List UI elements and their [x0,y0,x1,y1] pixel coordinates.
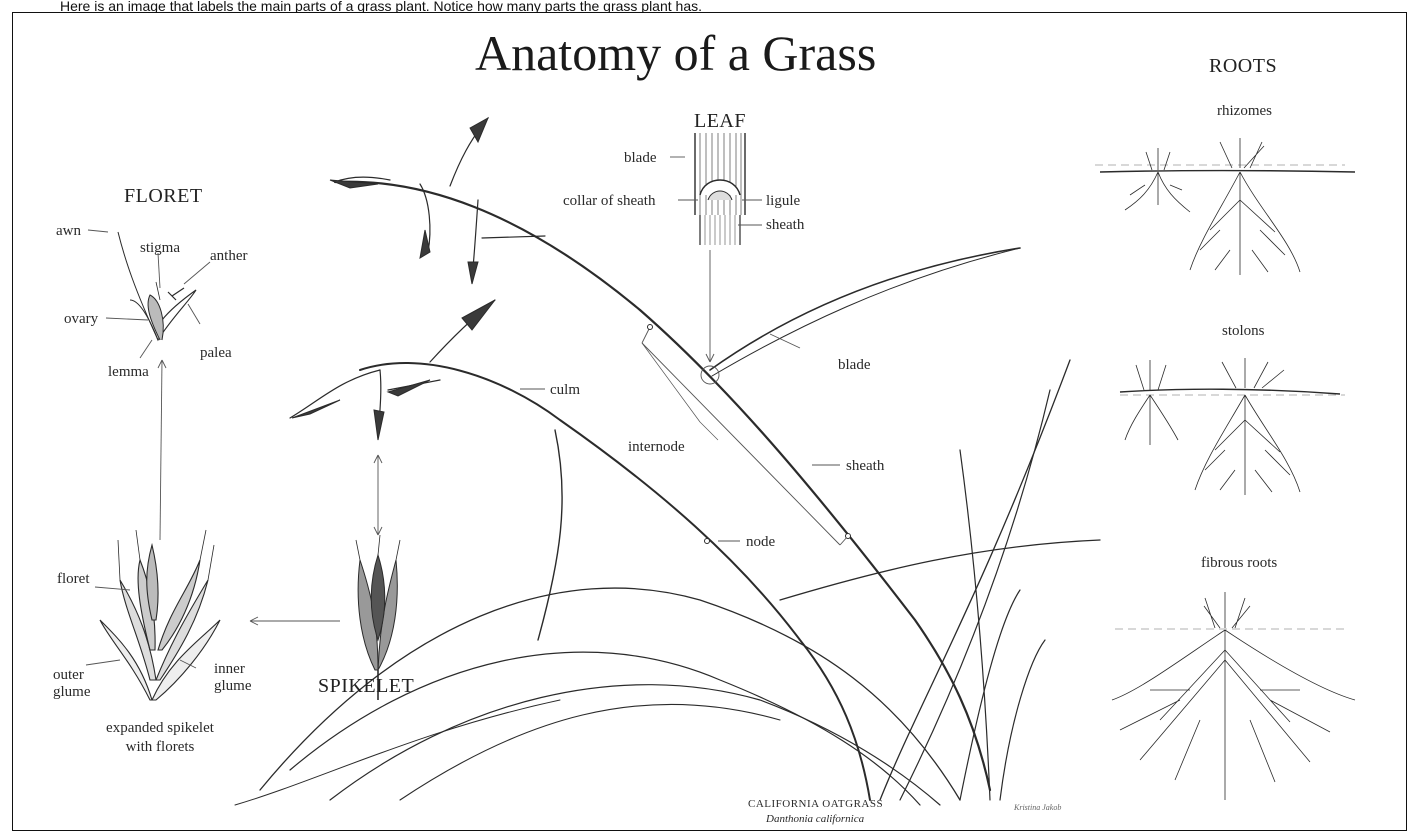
leaf-label-sheath: sheath [766,218,804,233]
roots-type-rhizomes: rhizomes [1217,104,1272,119]
plant-label-node: node [746,535,775,550]
plant-label-internode: internode [628,440,685,455]
floret-label-lemma: lemma [108,365,149,380]
floret-heading: FLORET [124,186,203,206]
roots-type-stolons: stolons [1222,324,1265,339]
poster-title: Anatomy of a Grass [475,24,876,82]
floret-label-anther: anther [210,249,247,264]
leaf-blade-upper [710,248,1020,370]
expanded-label-floret: floret [57,572,89,587]
floret-label-palea: palea [200,346,232,361]
spikelet-heading: SPIKELET [318,676,414,696]
artist-signature: Kristina Jakob [1014,804,1061,812]
plant-label-blade: blade [838,358,870,373]
expanded-label-outer-glume: outer glume [53,667,91,701]
floret-label-ovary: ovary [64,312,98,327]
expanded-label-inner-glume: inner glume [214,661,252,695]
plant-label-sheath: sheath [846,459,884,474]
credit-scientific-name: Danthonia californica [766,814,864,825]
plant-label-culm: culm [550,383,580,398]
credit-common-name: CALIFORNIA OATGRASS [748,799,883,810]
leaf-heading: LEAF [694,111,746,131]
leaf-label-ligule: ligule [766,194,800,209]
culm-upper [335,182,990,790]
leaf-label-blade: blade [624,151,656,166]
expanded-spikelet-caption: expanded spikelet with florets [92,719,228,757]
floret-label-stigma: stigma [140,241,180,256]
roots-heading: ROOTS [1209,56,1277,76]
roots-type-fibrous: fibrous roots [1201,556,1277,571]
floret-label-awn: awn [56,224,81,239]
leaf-label-collar: collar of sheath [563,194,655,209]
